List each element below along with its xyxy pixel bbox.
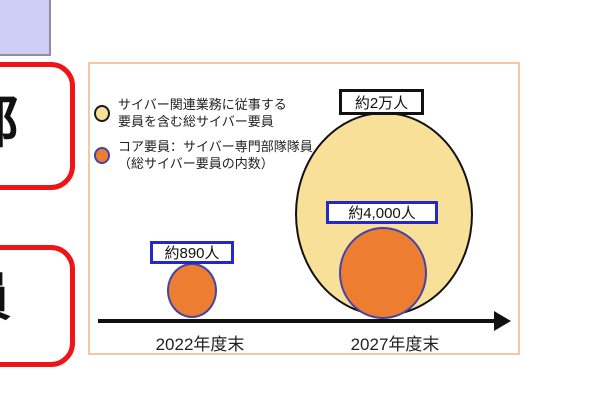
bubble-core-2022 <box>167 263 217 318</box>
value-label-core-2027: 約4,000人 <box>326 201 438 224</box>
legend-core-line2: （総サイバー要員の内数） <box>118 156 274 171</box>
legend-core-line1: コア要員：サイバー専門部隊隊員 <box>118 139 313 154</box>
legend-total-line2: 要員を含む総サイバー要員 <box>118 114 274 129</box>
legend-total-line1: サイバー関連業務に従事する <box>118 97 287 112</box>
red-callout-bottom: 員 <box>0 245 75 367</box>
chart-panel: サイバー関連業務に従事する 要員を含む総サイバー要員 コア要員：サイバー専門部隊… <box>88 62 520 355</box>
axis-label-2027: 2027年度末 <box>350 335 440 354</box>
legend-core-label: コア要員：サイバー専門部隊隊員 （総サイバー要員の内数） <box>118 138 313 172</box>
value-label-total-2027: 約2万人 <box>339 89 424 115</box>
legend-core-circle-icon <box>94 147 110 164</box>
red-callout-top-partial-text: 部 <box>0 95 19 151</box>
timeline-arrowhead-icon <box>494 311 511 331</box>
legend-total-circle-icon <box>94 105 110 122</box>
red-callout-bottom-partial-text: 員 <box>0 272 11 324</box>
value-label-core-2022: 約890人 <box>150 241 234 264</box>
bubble-core-2027 <box>339 227 427 319</box>
red-callout-top: 部 <box>0 62 75 190</box>
timeline-axis <box>98 319 494 323</box>
legend-total-label: サイバー関連業務に従事する 要員を含む総サイバー要員 <box>118 96 287 130</box>
axis-label-2022: 2022年度末 <box>155 335 245 354</box>
lavender-decoration-rect <box>0 0 51 56</box>
